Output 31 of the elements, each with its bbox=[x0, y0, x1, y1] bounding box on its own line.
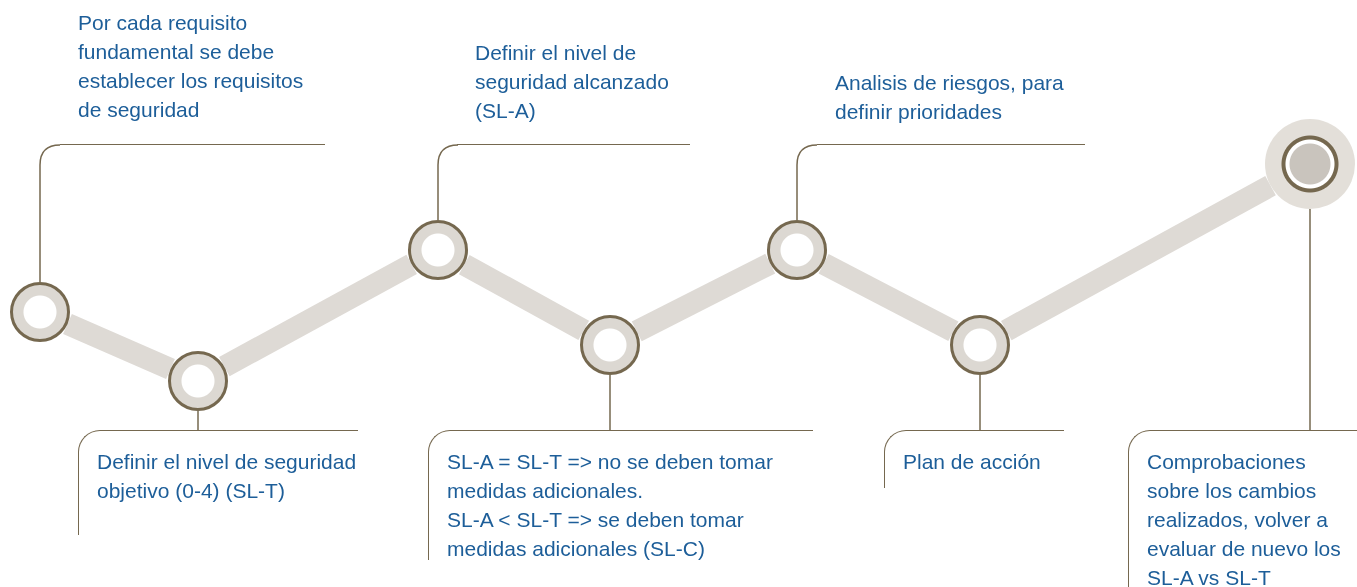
milestone-circle bbox=[580, 315, 640, 375]
leader-line bbox=[796, 144, 818, 221]
timeline-track bbox=[631, 253, 776, 342]
step-callout bbox=[78, 430, 358, 535]
step-callout bbox=[428, 430, 813, 560]
step-callout bbox=[1128, 430, 1357, 587]
step-text: Analisis de riesgos, para definir prioridades bbox=[835, 70, 1065, 125]
timeline-track bbox=[818, 254, 959, 341]
milestone-circle bbox=[408, 220, 468, 280]
step-text: SL-A = SL-T => no se deben tomar medidas adicionales. bbox=[447, 449, 774, 504]
milestone-circle bbox=[767, 220, 827, 280]
step-text: Plan de acción bbox=[903, 449, 1042, 475]
timeline-track bbox=[219, 254, 417, 377]
leader-line bbox=[979, 374, 981, 431]
step-text: Definir el nivel de seguridad alcanzado (SL-A) bbox=[475, 40, 670, 124]
step-text: Por cada requisito fundamental se debe establecer los requisitos de seguridad bbox=[78, 10, 305, 123]
step-text: Definir el nivel de seguridad objetivo (0-4) (SL-T) bbox=[97, 449, 358, 504]
leader-line bbox=[437, 144, 459, 221]
step-text: SL-A < SL-T => se deben tomar medidas adicionales (SL-C) bbox=[447, 507, 745, 562]
milestone-circle bbox=[10, 282, 70, 342]
milestone-circle bbox=[168, 351, 228, 411]
leader-line bbox=[609, 374, 611, 431]
leader-line bbox=[39, 144, 61, 283]
milestone-circle bbox=[950, 315, 1010, 375]
leader-line bbox=[1309, 208, 1311, 431]
timeline-track bbox=[63, 313, 175, 380]
timeline-track bbox=[1001, 176, 1276, 341]
step-callout bbox=[884, 430, 1064, 488]
leader-line bbox=[197, 410, 199, 431]
timeline-track bbox=[458, 254, 590, 341]
step-text: Comprobaciones sobre los cambios realizados, volver a evaluar de nuevo los SL-A vs SL-T bbox=[1147, 449, 1342, 587]
